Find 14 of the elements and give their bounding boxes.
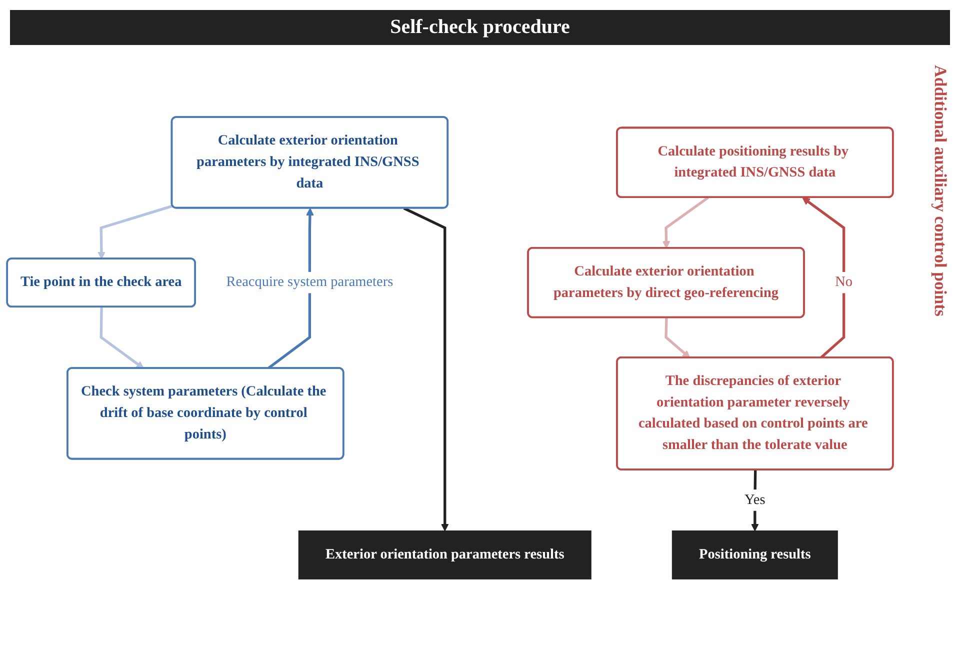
edge-label: Reacquire system parameters: [226, 274, 394, 290]
arrow: [664, 318, 690, 358]
arrow: [403, 207, 449, 532]
arrow: [100, 307, 144, 369]
arrow: [802, 197, 846, 359]
arrow: [267, 208, 314, 370]
side-note: Additional auxiliary control points: [930, 65, 950, 316]
node-box: Exterior orientation parameters results: [298, 530, 592, 580]
title-banner: Self-check procedure: [10, 10, 950, 45]
edge-label: Yes: [744, 492, 766, 508]
arrow: [662, 196, 709, 249]
node-box: Positioning results: [672, 530, 838, 580]
edge-label: No: [835, 274, 853, 290]
arrow: [98, 204, 174, 260]
